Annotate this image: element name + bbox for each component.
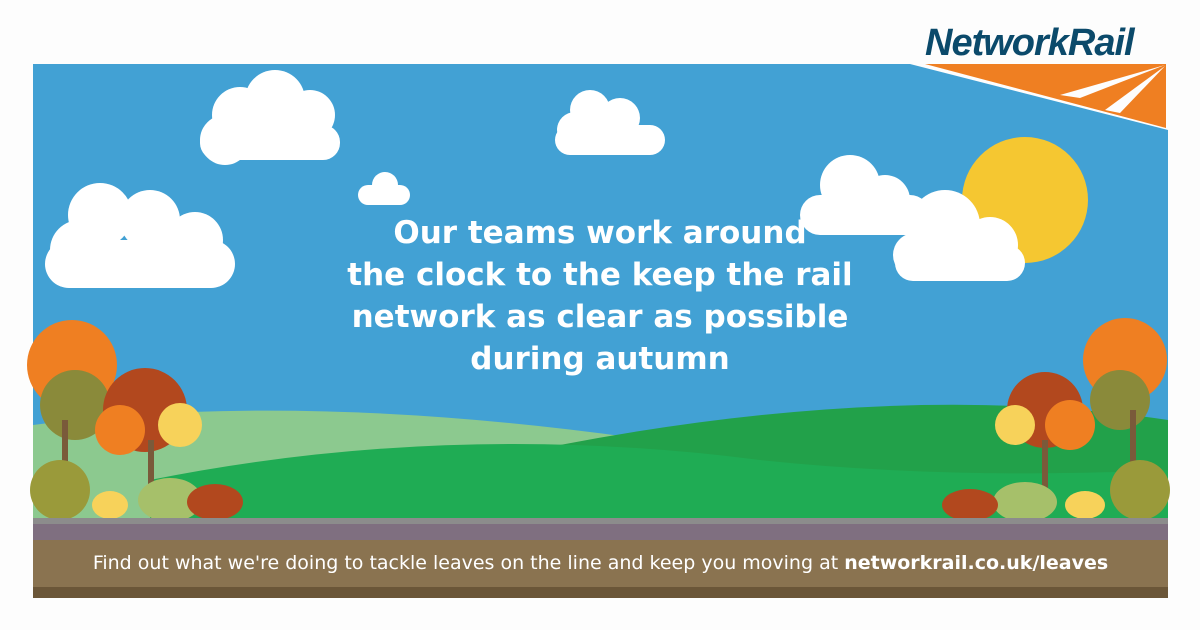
headline-line: during autumn (470, 341, 730, 377)
rail (33, 518, 1168, 524)
footer-message: Find out what we're doing to tackle leav… (33, 552, 1168, 574)
trees-left (27, 320, 243, 522)
clouds (45, 70, 1025, 288)
footer-text: Find out what we're doing to tackle leav… (92, 552, 845, 574)
ground-band (33, 540, 1168, 588)
headline-line: Our teams work around (393, 215, 807, 251)
cloud (893, 190, 1025, 281)
cloud (200, 70, 340, 165)
cloud (45, 183, 235, 288)
hill-front (150, 444, 1168, 520)
headline-line: the clock to the keep the rail (347, 257, 853, 293)
trees-right (942, 318, 1170, 522)
cloud (358, 172, 410, 205)
cloud (800, 155, 930, 235)
ground-edge (33, 587, 1168, 598)
ballast (33, 524, 1168, 542)
network-rail-logo: NetworkRail (925, 22, 1135, 64)
network-rail-logo-swoosh (910, 64, 1168, 130)
headline-line: network as clear as possible (351, 299, 849, 335)
cloud (555, 90, 665, 155)
footer-link[interactable]: networkrail.co.uk/leaves (844, 552, 1109, 574)
headline: Our teams work around the clock to the k… (300, 212, 900, 380)
